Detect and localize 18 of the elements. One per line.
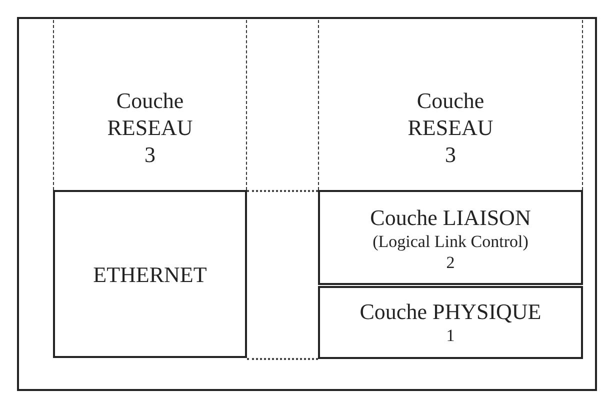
layer-label: RESEAU bbox=[107, 114, 193, 141]
layer-number: 3 bbox=[144, 141, 156, 168]
layer-label: ETHERNET bbox=[93, 260, 207, 288]
layer-label: Couche bbox=[416, 87, 484, 114]
layer-box bbox=[318, 190, 583, 285]
layer-label: (Logical Link Control) bbox=[372, 230, 528, 252]
layer-column bbox=[318, 20, 583, 190]
layer-label: Couche PHYSIQUE bbox=[360, 298, 542, 325]
layer-label: RESEAU bbox=[408, 114, 494, 141]
layer-column bbox=[53, 20, 247, 190]
layer-number: 1 bbox=[446, 325, 455, 347]
layer-box bbox=[318, 286, 583, 359]
layer-box bbox=[53, 190, 247, 358]
layer-number: 2 bbox=[446, 252, 455, 272]
layer-label: Couche bbox=[116, 87, 184, 114]
layer-number: 3 bbox=[445, 141, 456, 168]
box-shape bbox=[247, 190, 318, 360]
layer-label: Couche LIAISON bbox=[370, 204, 531, 230]
